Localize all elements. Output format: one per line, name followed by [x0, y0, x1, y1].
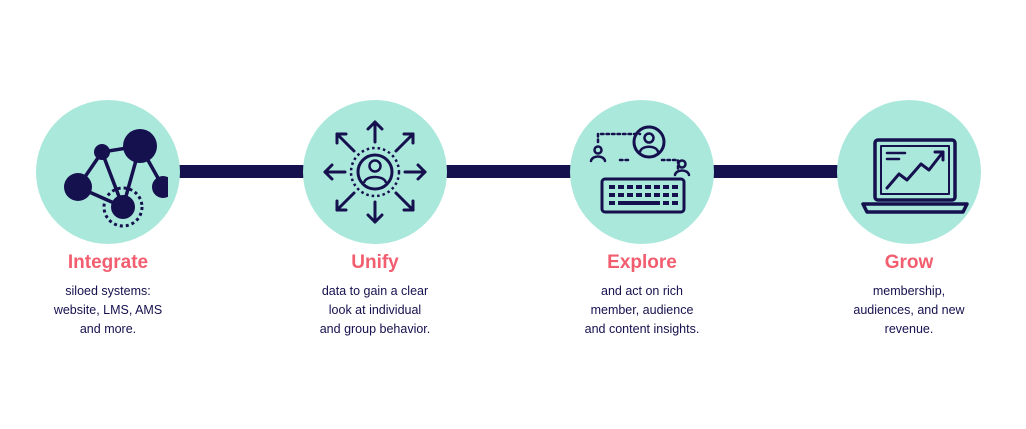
step-desc-line: siloed systems:: [65, 284, 151, 298]
laptop-growth-chart-icon: [861, 138, 969, 214]
explore-circle: [570, 100, 714, 244]
network-nodes-icon: [64, 129, 168, 228]
step-desc-line: website, LMS, AMS: [53, 303, 163, 317]
step-desc-line: and act on rich: [601, 284, 683, 298]
step-title-unify: Unify: [351, 252, 399, 273]
connector-2-3: [445, 165, 573, 178]
step-desc-line: and content insights.: [584, 322, 700, 336]
step-desc-line: member, audience: [590, 303, 694, 317]
step-desc-integrate: siloed systems: website, LMS, AMS and mo…: [0, 282, 218, 339]
step-desc-unify: data to gain a clear look at individual …: [265, 282, 485, 339]
step-desc-line: and group behavior.: [319, 322, 431, 336]
step-desc-line: look at individual: [328, 303, 422, 317]
step-desc-grow: membership, audiences, and new revenue.: [799, 282, 1019, 339]
integrate-circle: [36, 100, 180, 244]
step-title-integrate: Integrate: [67, 252, 149, 273]
step-title-grow: Grow: [884, 252, 934, 273]
step-desc-line: membership,: [872, 284, 946, 298]
grow-circle: [837, 100, 981, 244]
connector-1-2: [178, 165, 306, 178]
step-desc-line: audiences, and new: [853, 303, 965, 317]
connector-3-4: [712, 165, 840, 178]
step-title-explore: Explore: [607, 252, 677, 273]
step-desc-explore: and act on rich member, audience and con…: [532, 282, 752, 339]
user-center-arrows-icon: [323, 120, 427, 224]
step-desc-line: and more.: [79, 322, 137, 336]
step-desc-line: data to gain a clear: [321, 284, 429, 298]
unify-circle: [303, 100, 447, 244]
step-desc-line: revenue.: [884, 322, 934, 336]
keyboard-users-icon: [589, 125, 691, 214]
